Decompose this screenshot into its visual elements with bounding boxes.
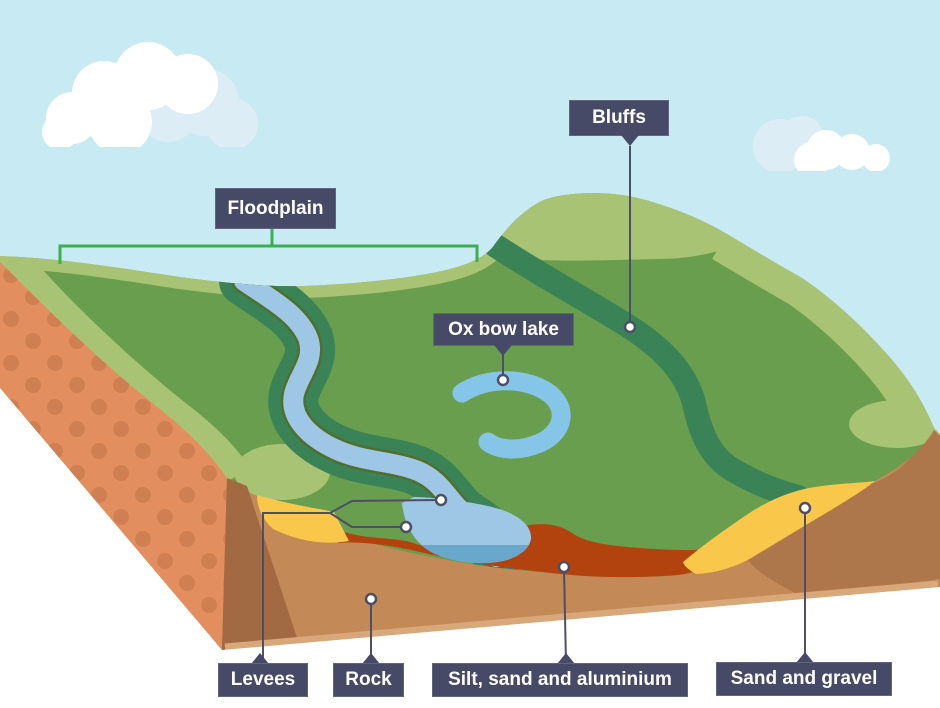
rock-dot — [364, 592, 378, 606]
silt-leader-line — [563, 568, 567, 664]
label-bluffs: Bluffs — [569, 100, 669, 136]
label-floodplain: Floodplain — [215, 188, 336, 229]
label-levees-text: Levees — [230, 669, 296, 690]
foreground-mask — [0, 388, 940, 708]
floodplain-bracket — [58, 229, 479, 264]
label-silt-text: Silt, sand and aluminium — [448, 669, 672, 690]
label-floodplain-text: Floodplain — [227, 197, 324, 219]
levees-leader-line — [262, 499, 442, 663]
label-levees: Levees — [218, 663, 308, 697]
soil-bottom-edge-highlight — [224, 580, 939, 651]
hill-summit-light-cap — [492, 193, 740, 261]
label-silt: Silt, sand and aluminium — [432, 663, 688, 697]
leader-dots — [364, 320, 812, 606]
label-rock-text: Rock — [345, 669, 392, 690]
label-rock: Rock — [333, 663, 404, 697]
cloud-left — [30, 42, 266, 169]
leader-lines — [262, 146, 806, 664]
bluff-channel — [484, 234, 810, 509]
sand-gravel-dot — [798, 501, 812, 515]
soil-shadow-column — [222, 478, 300, 650]
bluffs-dot — [623, 320, 637, 334]
sand-wedge-left — [257, 495, 349, 543]
cliff-face-dots — [0, 262, 227, 650]
bluffs-label-pointer — [621, 135, 639, 146]
label-sand-gravel-text: Sand and gravel — [730, 668, 878, 689]
sand-gravel-label-pointer — [796, 652, 814, 663]
oxbow-label-pointer — [494, 345, 512, 356]
levee-dot-upper — [434, 493, 448, 507]
silt-deposit — [338, 524, 714, 578]
label-oxbow-text: Ox bow lake — [448, 318, 559, 340]
right-slope-soil — [748, 430, 940, 593]
sand-gravel-band — [683, 481, 875, 574]
label-sand-gravel: Sand and gravel — [716, 662, 892, 696]
soil-front-face — [222, 430, 940, 650]
silt-label-pointer — [557, 653, 575, 664]
rock-label-pointer — [362, 653, 380, 664]
oxbow-dot — [496, 373, 510, 387]
hill-light-patch — [849, 400, 940, 448]
silt-dot — [557, 560, 571, 574]
label-bluffs-text: Bluffs — [592, 107, 646, 128]
cloud-right — [746, 116, 940, 187]
levee-dot-lower — [399, 520, 413, 534]
label-oxbow: Ox bow lake — [433, 313, 574, 346]
levees-label-pointer — [251, 653, 269, 664]
